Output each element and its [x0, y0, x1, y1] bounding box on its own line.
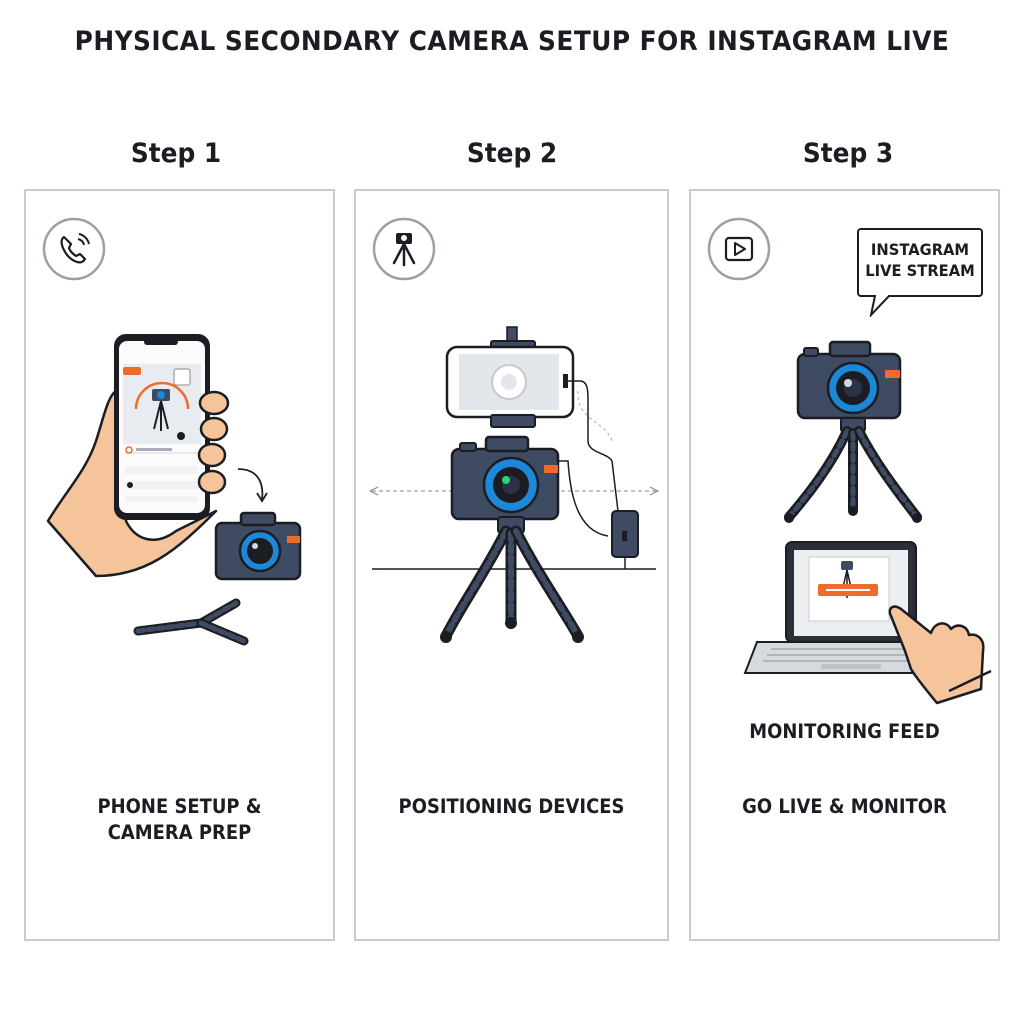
power-bank-illustration	[611, 510, 639, 569]
monitoring-feed-label: MONITORING FEED	[749, 720, 940, 743]
step-3-panel: INSTAGRAM LIVE STREAM	[689, 189, 1000, 941]
step-1-caption-line-1: PHONE SETUP &	[97, 795, 262, 818]
step-3-caption: GO LIVE & MONITOR	[742, 795, 947, 818]
smartphone-illustration	[114, 334, 210, 520]
phone-setup-illustration	[46, 334, 302, 646]
camera-cable	[556, 460, 609, 537]
step-2-heading: Step 2	[466, 138, 558, 169]
step-2-panel: POSITIONING DEVICES	[354, 189, 669, 941]
phone-cable	[568, 380, 619, 512]
speech-bubble	[857, 228, 983, 317]
tripod-camera-icon	[372, 217, 436, 281]
bubble-line-1: INSTAGRAM	[870, 240, 970, 259]
phone-call-icon	[42, 217, 106, 281]
camera-illustration	[796, 340, 902, 420]
speech-bubble-text: INSTAGRAM LIVE STREAM	[862, 239, 978, 281]
step-1-panel: PHONE SETUP & CAMERA PREP	[24, 189, 335, 941]
pointing-hand-illustration	[888, 605, 992, 705]
fingers-illustration	[197, 390, 230, 495]
bubble-line-2: LIVE STREAM	[865, 261, 975, 280]
step-1-caption: PHONE SETUP & CAMERA PREP	[38, 794, 320, 846]
curved-arrow	[237, 468, 264, 500]
step-3-heading: Step 3	[802, 138, 894, 169]
play-icon	[707, 217, 771, 281]
step-1-heading: Step 1	[130, 138, 222, 169]
laptop-illustration	[743, 541, 961, 674]
camera-illustration	[214, 511, 302, 581]
camera-illustration	[450, 435, 560, 521]
step-2-caption: POSITIONING DEVICES	[398, 795, 625, 818]
go-live-illustration	[743, 340, 992, 705]
mounted-phone-illustration	[445, 326, 575, 428]
folded-tripod-illustration	[133, 598, 249, 646]
tripod-illustration	[440, 516, 584, 643]
step-1-caption-line-2: CAMERA PREP	[107, 821, 252, 844]
positioning-illustration	[368, 326, 660, 643]
page-title: PHYSICAL SECONDARY CAMERA SETUP FOR INST…	[74, 26, 950, 57]
tripod-illustration	[784, 417, 922, 523]
